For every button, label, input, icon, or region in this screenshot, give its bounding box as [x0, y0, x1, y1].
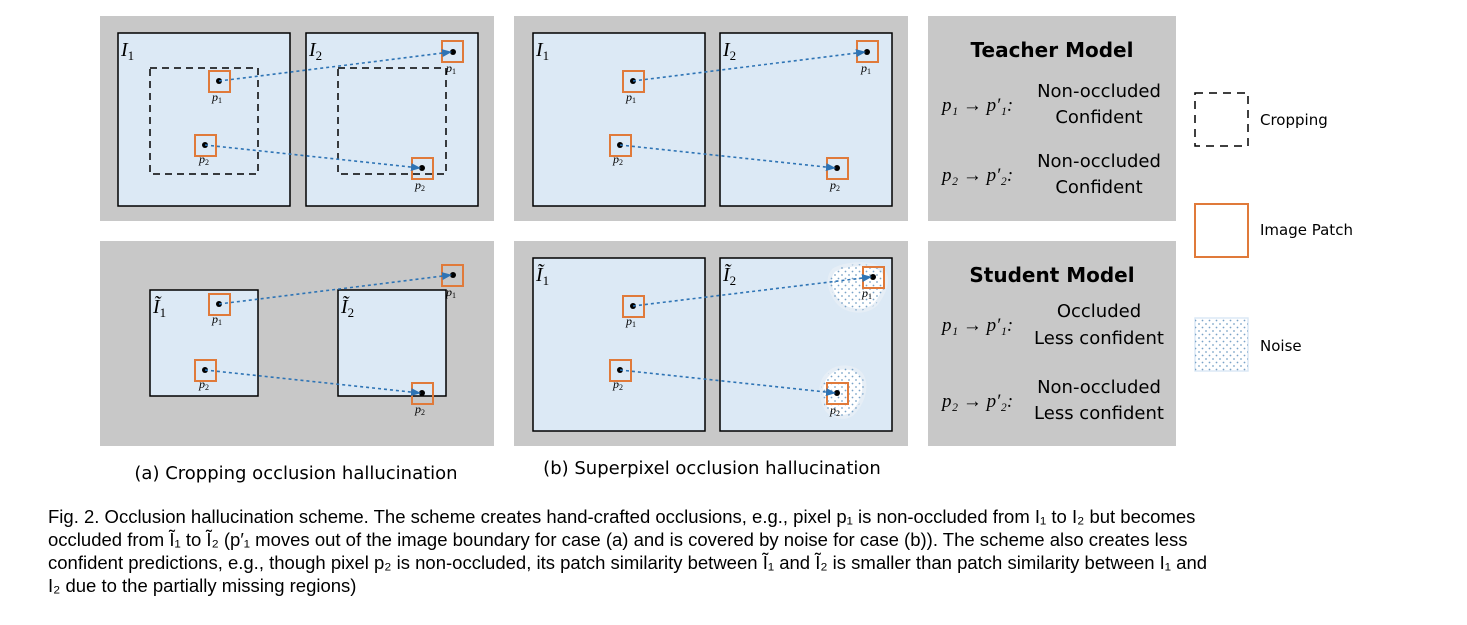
panel-a-bottom: Ĩ1 Ĩ2 p1 p2 p1 p2	[100, 241, 494, 446]
student-title: Student Model	[969, 263, 1134, 287]
patch-p1	[622, 70, 645, 93]
label-p1-prime: p1	[860, 61, 871, 76]
student-row1-line2: Less confident	[1034, 328, 1164, 349]
legend-cropping-label: Cropping	[1260, 111, 1328, 129]
legend: Cropping Image Patch Noise	[1194, 92, 1353, 372]
panel-a-top: I1 I2 p1 p2 p1 p2	[100, 16, 494, 221]
student-model-box: Student Model p₁ → p′₁: Occluded Less co…	[928, 241, 1176, 446]
patch-p1	[622, 295, 645, 318]
crop-box-2	[337, 67, 447, 175]
label-p1-prime: p1	[445, 285, 456, 300]
student-row1-mapping: p₁ → p′₁:	[940, 315, 1013, 336]
label-i2-tilde: Ĩ2	[340, 294, 354, 320]
flow-arrow-p2	[204, 144, 421, 172]
label-i2: I2	[308, 39, 322, 63]
teacher-title: Teacher Model	[971, 38, 1134, 62]
image-i1-tilde	[149, 289, 259, 397]
panel-b-bottom: Ĩ1 Ĩ2 p1 p2 p1 p2	[514, 241, 908, 446]
label-p2-prime: p2	[414, 178, 425, 193]
subcaption-a: (a) Cropping occlusion hallucination	[134, 463, 457, 484]
label-p2-prime: p2	[829, 178, 840, 193]
image-i1	[532, 32, 706, 207]
student-row2-line2: Less confident	[1034, 403, 1164, 424]
patch-p2	[609, 359, 632, 382]
label-i1: I1	[120, 39, 134, 63]
figure-caption-line-3: confident predictions, e.g., though pixe…	[48, 552, 1208, 573]
label-p2: p2	[198, 377, 209, 392]
patch-p2	[194, 134, 217, 157]
legend-noise-swatch	[1195, 318, 1248, 371]
patch-p2	[194, 359, 217, 382]
label-i1: I1	[535, 39, 549, 63]
crop-box-1	[149, 67, 259, 175]
teacher-row1-line1: Non-occluded	[1037, 81, 1161, 102]
legend-noise-label: Noise	[1260, 337, 1302, 355]
flow-arrow-p2	[619, 144, 836, 172]
student-row1-line1: Occluded	[1057, 301, 1141, 322]
legend-cropping-swatch	[1194, 92, 1249, 147]
image-i2-tilde	[337, 289, 447, 397]
flow-arrow-p1	[218, 49, 452, 82]
label-p2: p2	[612, 377, 623, 392]
figure-caption-line-1: Fig. 2. Occlusion hallucination scheme. …	[48, 506, 1196, 527]
student-row2-line1: Non-occluded	[1037, 377, 1161, 398]
flow-arrow-p2	[619, 369, 836, 397]
teacher-row2-line2: Confident	[1055, 177, 1142, 198]
label-p1: p1	[211, 312, 222, 327]
label-p1: p1	[211, 90, 222, 105]
image-i1	[117, 32, 291, 207]
figure-caption-line-4: I₂ due to the partially missing regions)	[48, 575, 357, 596]
subcaption-b: (b) Superpixel occlusion hallucination	[543, 458, 881, 479]
label-i1-tilde: Ĩ1	[535, 262, 549, 288]
figure-caption-line-2: occluded from Ĩ₁ to Ĩ₂ (p′₁ moves out of…	[48, 529, 1188, 550]
patch-p2	[609, 134, 632, 157]
label-i1-tilde: Ĩ1	[152, 294, 166, 320]
label-p2: p2	[198, 152, 209, 167]
label-p1: p1	[625, 90, 636, 105]
label-i2: I2	[722, 39, 736, 63]
panel-b-top: I1 I2 p1 p2 p1 p2	[514, 16, 908, 221]
student-row2-mapping: p₂ → p′₂:	[940, 391, 1013, 412]
patch-p1	[208, 70, 231, 93]
image-i1-tilde	[532, 257, 706, 432]
teacher-row1-mapping: p₁ → p′₁:	[940, 95, 1013, 116]
legend-patch-swatch	[1194, 203, 1249, 258]
teacher-model-box: Teacher Model p₁ → p′₁: Non-occluded Con…	[928, 16, 1176, 221]
label-p1-prime: p1	[861, 286, 872, 301]
legend-patch-label: Image Patch	[1260, 221, 1353, 239]
label-p1-prime: p1	[445, 61, 456, 76]
flow-arrow-p1	[632, 49, 866, 82]
flow-arrow-p1	[218, 272, 452, 305]
teacher-row1-line2: Confident	[1055, 107, 1142, 128]
teacher-row2-line1: Non-occluded	[1037, 151, 1161, 172]
flow-arrow-p2	[204, 369, 421, 397]
teacher-row2-mapping: p₂ → p′₂:	[940, 165, 1013, 186]
label-p1: p1	[625, 314, 636, 329]
flow-arrow-p1	[632, 274, 872, 307]
label-i2-tilde: Ĩ2	[722, 262, 736, 288]
label-p2-prime: p2	[414, 402, 425, 417]
patch-p1	[208, 293, 231, 316]
label-p2: p2	[612, 152, 623, 167]
label-p2-prime: p2	[829, 403, 840, 418]
